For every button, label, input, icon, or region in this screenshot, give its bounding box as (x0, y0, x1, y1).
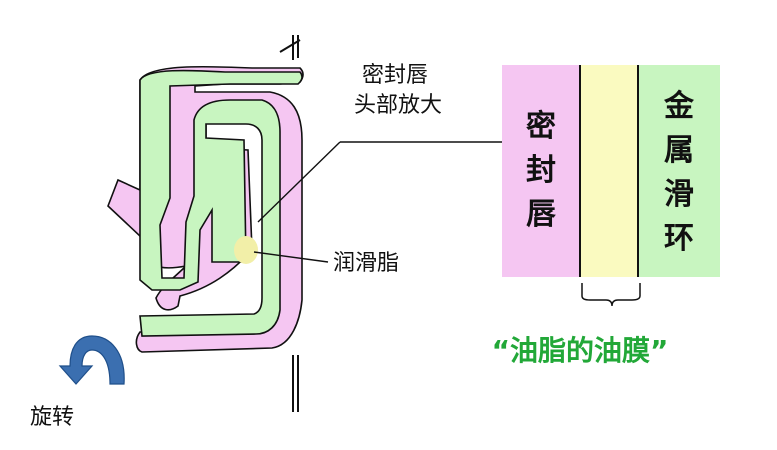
oil-film-caption: “油脂的油膜” (492, 334, 669, 367)
leader-lines (253, 141, 502, 263)
grease-leader (253, 251, 329, 263)
grease-blob (234, 236, 258, 264)
lip-head-label-line1: 密封唇 (362, 63, 428, 88)
layer-seal-lip (502, 65, 580, 277)
layer-seal-lip-char-1: 封 (526, 153, 556, 188)
layer-grease (580, 65, 638, 277)
layer-metal-ring-char-0: 金 (663, 89, 695, 124)
layer-stack: 密 封 唇 金 属 滑 环 (502, 65, 720, 277)
layer-metal-ring-char-2: 滑 (664, 177, 694, 212)
layer-metal-ring-char-3: 环 (664, 221, 694, 256)
lip-head-leader-to-lip (257, 141, 341, 223)
layer-seal-lip-char-0: 密 (526, 109, 556, 144)
metal-insert (139, 69, 303, 337)
grease-label: 润滑脂 (333, 251, 399, 276)
layer-metal-ring (638, 65, 720, 277)
oil-film-bracket (581, 283, 641, 307)
layer-metal-ring-char-1: 属 (664, 133, 694, 168)
housing-outline (279, 35, 301, 412)
layer-seal-lip-char-2: 唇 (526, 197, 556, 232)
rotation-label: 旋转 (30, 405, 74, 430)
rotation-arrow-icon (58, 335, 125, 385)
lip-head-label-line2: 头部放大 (354, 93, 442, 118)
